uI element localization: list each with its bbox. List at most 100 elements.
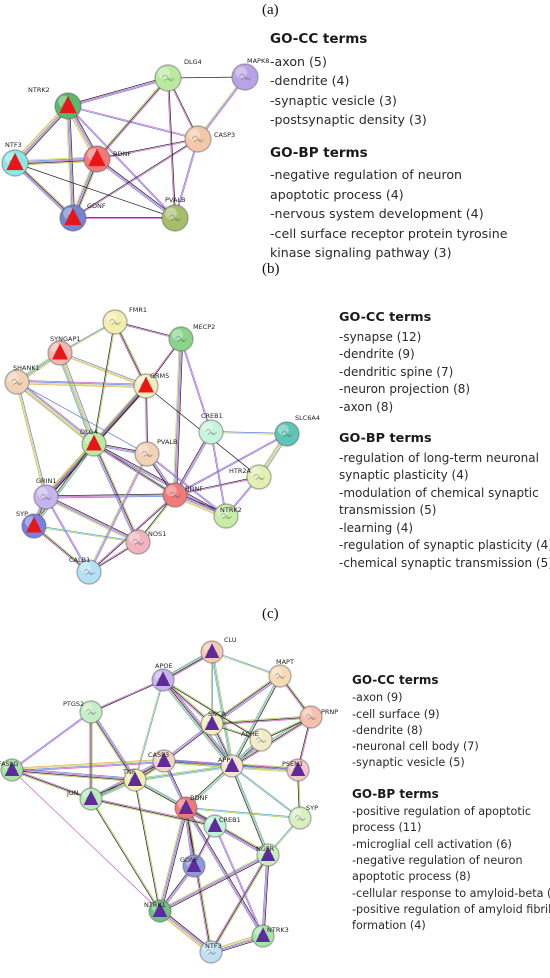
structure-icon [220, 513, 232, 519]
go-terms-b: GO-CC terms-synapse (12)-dendrite (9)-de… [339, 309, 550, 572]
structure-icon [205, 429, 217, 435]
node-mapt[interactable]: MAPT [268, 658, 294, 688]
node-slc6a4[interactable]: SLC6A4 [274, 414, 320, 447]
edge-ngfr-ntrk1 [159, 854, 268, 911]
term-line: -postsynaptic density (3) [270, 112, 427, 127]
node-highlight-slc6a4 [278, 424, 289, 436]
node-mecp2[interactable]: MECP2 [168, 323, 215, 352]
node-pvalb[interactable]: PVALB [161, 196, 189, 232]
node-creb1[interactable]: CREB1 [203, 814, 241, 838]
node-syp[interactable]: SYP [288, 804, 318, 830]
edge-bdnf-ntrk3 [186, 807, 265, 936]
edge-syp-calb1 [33, 526, 89, 574]
node-faslg[interactable]: FASLG [0, 758, 24, 782]
edge-app-mapt [230, 675, 280, 766]
edge-apoe-ache [162, 680, 261, 741]
node-calb1[interactable]: CALB1 [69, 556, 102, 585]
term-line: -modulation of chemical synaptic [339, 485, 539, 500]
structure-icon [255, 737, 267, 743]
node-bdnf[interactable]: BDNF [83, 145, 131, 173]
edge-bdnf-ngfr [186, 807, 269, 855]
node-dlg4[interactable]: DLG4 [154, 58, 202, 92]
node-highlight-mecp2 [172, 329, 183, 341]
node-snca[interactable]: SNCA [200, 710, 227, 736]
node-tnf[interactable]: TNF [122, 768, 147, 792]
edge-grm5-dlg4 [92, 384, 145, 443]
node-ntf3[interactable]: NTF3 [199, 940, 223, 964]
edge-clu-mapt [212, 651, 281, 676]
structure-icon [274, 673, 286, 679]
node-gdnf[interactable]: GDNF [180, 854, 206, 878]
structure-icon [238, 73, 252, 81]
triangle-marker-icon [59, 95, 77, 114]
edge-pvalb-calb1 [87, 453, 147, 572]
node-shank1[interactable]: SHANK1 [4, 364, 40, 395]
node-label-ache: ACHE [241, 730, 259, 738]
triangle-marker-icon [83, 790, 99, 806]
edge-app-apoe [163, 679, 234, 766]
node-label-nos1: NOS1 [148, 530, 166, 538]
node-casp3[interactable]: CASP3 [148, 749, 176, 773]
edge-app-ngfr [232, 765, 270, 855]
node-clu[interactable]: CLU [200, 636, 237, 664]
node-mapk8[interactable]: MAPK8 [231, 57, 269, 91]
node-creb1[interactable]: CREB1 [198, 412, 224, 445]
edge-clu-mapt [211, 652, 280, 677]
node-syngap1[interactable]: SYNGAP1 [47, 335, 81, 366]
edge-ntrk2-gdnf [69, 105, 76, 218]
node-highlight-grin1 [37, 487, 48, 499]
edge-snca-prnp [211, 715, 311, 724]
node-syp[interactable]: SYP [16, 510, 47, 539]
triangle-marker-icon [207, 817, 223, 833]
edge-app-tnf [134, 765, 233, 781]
node-bdnf[interactable]: BDNF [174, 794, 208, 820]
node-htr2a[interactable]: HTR2A [229, 464, 272, 490]
edge-tnf-faslg [12, 767, 136, 779]
edge-ngfr-ntrk1 [160, 855, 269, 912]
section-spacer [339, 416, 550, 430]
term-line: process (11) [352, 821, 422, 835]
node-label-app: APP [218, 756, 230, 764]
node-ntf3[interactable]: NTF3 [1, 141, 29, 177]
triangle-marker-icon [224, 757, 240, 773]
triangle-marker-icon [255, 927, 271, 943]
edge-bdnf-creb1 [173, 431, 211, 495]
node-app[interactable]: APP [218, 754, 244, 778]
node-fmr1[interactable]: FMR1 [102, 306, 147, 335]
node-label-dlg4: DLG4 [184, 58, 202, 66]
node-nos1[interactable]: NOS1 [125, 529, 166, 555]
edge-dlg4-pvalb [168, 77, 176, 218]
node-dlg4[interactable]: DLG4 [80, 428, 107, 457]
term-line: -cell surface (9) [352, 707, 440, 721]
node-grin1[interactable]: GRIN1 [33, 477, 59, 510]
node-pvalb[interactable]: PVALB [134, 438, 177, 467]
edge-bdnf-ntf3 [15, 160, 98, 166]
edge-pvalb-ntrk2 [147, 453, 227, 516]
triangle-marker-icon [138, 376, 154, 393]
node-ache[interactable]: ACHE [241, 728, 273, 752]
edge-creb1-jun [90, 799, 215, 828]
edge-fmr1-dlg4 [94, 322, 116, 445]
node-ntrk2[interactable]: NTRK2 [28, 86, 82, 120]
node-casp3[interactable]: CASP3 [184, 125, 235, 153]
node-ptgs2[interactable]: PTGS2 [63, 700, 103, 724]
node-jun[interactable]: JUN [66, 787, 103, 811]
node-gdnf[interactable]: GDNF [59, 202, 106, 232]
node-prnp[interactable]: PRNP [299, 705, 338, 729]
node-psen1[interactable]: PSEN1 [282, 758, 310, 782]
edge-apoe-ptgs2 [91, 680, 164, 713]
edge-snca-prnp [211, 716, 312, 725]
edge-casp3-pvalb [174, 138, 198, 218]
node-apoe[interactable]: APOE [151, 662, 175, 692]
edge-dlg4-syp [33, 443, 95, 527]
node-ntrk1[interactable]: NTRK1 [144, 899, 172, 923]
node-ntrk3[interactable]: NTRK3 [251, 924, 289, 948]
node-ngfr[interactable]: NGFR [256, 843, 280, 867]
edge-gdnf-casp3 [72, 138, 198, 218]
edge-dlg4-ntrk2 [93, 444, 226, 518]
node-grm5[interactable]: GRM5 [133, 372, 169, 399]
node-bdnf[interactable]: BDNF [162, 482, 203, 508]
edge-grm5-dlg4 [94, 386, 148, 446]
node-ntrk2[interactable]: NTRK2 [213, 503, 242, 529]
